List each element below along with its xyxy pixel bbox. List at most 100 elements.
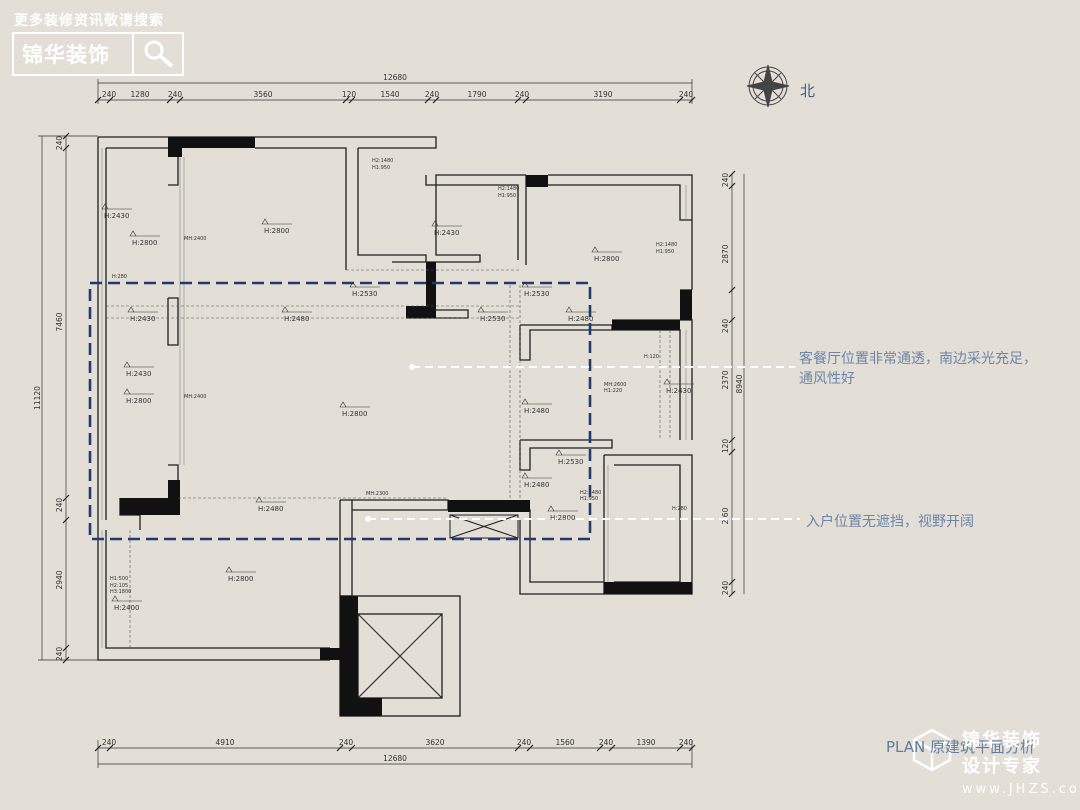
north-label: 北 (800, 82, 816, 100)
annotation-label: H1:950 (372, 165, 390, 171)
height-marker-icon (431, 220, 439, 227)
ceiling-height-label: H:2480 (568, 315, 593, 323)
annotation-label: H3:1800 (110, 589, 131, 595)
watermark-brand: 锦华装饰 (962, 730, 1042, 751)
dimension-label: 240 (55, 136, 64, 151)
dimension-label: 1280 (130, 90, 149, 99)
ceiling-height-label: H:2530 (480, 315, 505, 323)
entrance-note: 入户位置无遮挡，视野开阔 (806, 514, 974, 530)
dimension-label: 240 (721, 319, 730, 334)
dimension-label: 240 (515, 90, 530, 99)
dimension-label: 120 (721, 439, 730, 454)
ceiling-height-label: H:2430 (434, 229, 459, 237)
height-marker-icon (547, 505, 555, 512)
dimension-label: 240 (102, 738, 117, 747)
search-icon (144, 40, 174, 68)
height-marker-icon (591, 246, 599, 253)
annotation-label: H:280 (112, 274, 127, 280)
top-total-dimension: 12680 (383, 73, 407, 82)
height-marker-icon (255, 496, 263, 503)
height-marker-icon (281, 306, 289, 313)
height-marker-icon (555, 449, 563, 456)
annotation-label: H1:500 (110, 576, 128, 582)
dimension-label: 240 (55, 647, 64, 662)
dimension-label: 240 (102, 90, 117, 99)
left-total-dimension: 11120 (33, 386, 42, 410)
ceiling-height-label: H:2430 (126, 370, 151, 378)
annotation-label: H2:105 (110, 583, 128, 589)
height-marker-icon (225, 566, 233, 573)
dimension-label: 3620 (425, 738, 444, 747)
structural-columns (120, 137, 692, 716)
top-slogan: 更多装修资讯敬请搜索 (14, 13, 164, 29)
search-button[interactable] (132, 34, 182, 74)
brand-logo[interactable]: 锦华装饰 (12, 32, 184, 76)
right-total-dimension: 8940 (735, 374, 744, 393)
ceiling-height-label: H:2400 (114, 604, 139, 612)
height-marker-icon (261, 218, 269, 225)
annotation-label: H2:1480 (580, 490, 601, 496)
dimension-label: 1390 (636, 738, 655, 747)
dimension-label: 2370 (721, 370, 730, 389)
ceiling-height-label: H:2800 (550, 514, 575, 522)
living-room-note: 客餐厅位置非常通透，南边采光充足，通风性好 (799, 351, 1037, 387)
ceiling-height-label: H:2530 (524, 290, 549, 298)
ceiling-height-label: H:2800 (228, 575, 253, 583)
annotation-label: MH:2600 (604, 382, 626, 388)
dimension-label: 240 (679, 90, 694, 99)
height-marker-icon (663, 378, 671, 385)
ceiling-height-label: H:2530 (352, 290, 377, 298)
dimension-label: 1790 (467, 90, 486, 99)
ceiling-height-label: H:2480 (524, 407, 549, 415)
annotation-label: H2:1480 (656, 242, 677, 248)
dimension-label: 240 (599, 738, 614, 747)
annotation-label: MH:2400 (184, 236, 206, 242)
height-marker-icon (349, 281, 357, 288)
ceiling-height-label: H:2430 (104, 212, 129, 220)
plan-title: PLAN 原建筑平面分析 (886, 738, 1035, 756)
ceiling-height-label: H:2800 (594, 255, 619, 263)
ceiling-height-label: H:2430 (130, 315, 155, 323)
annotation-label: MH:2400 (184, 394, 206, 400)
ceiling-height-label: H:2530 (558, 458, 583, 466)
dimension-label: 2 60 (721, 507, 730, 524)
dimension-label: 240 (721, 173, 730, 188)
annotation-label: H1:220 (604, 388, 622, 394)
dimension-label: 1560 (555, 738, 574, 747)
dimension-label: 240 (339, 738, 354, 747)
height-marker-icon (123, 361, 131, 368)
dimension-label: 4910 (215, 738, 234, 747)
annotation-label: H1:950 (580, 496, 598, 502)
annotation-label: H2:1480 (372, 158, 393, 164)
height-marker-icon (521, 472, 529, 479)
dimension-label: 120 (342, 90, 357, 99)
bottom-total-dimension: 12680 (383, 754, 407, 763)
dimension-label: 240 (721, 581, 730, 596)
ceiling-height-label: H:2480 (284, 315, 309, 323)
dimension-label: 240 (679, 738, 694, 747)
dimension-label: 2870 (721, 244, 730, 263)
walls (97, 136, 693, 717)
watermark-slogan: 设计专家 (962, 756, 1042, 777)
ceiling-height-label: H:2800 (342, 410, 367, 418)
watermark-url: www.JHZS.com (962, 782, 1080, 797)
annotation-label: H2:1480 (498, 186, 519, 192)
ceiling-height-label: H:2480 (258, 505, 283, 513)
ceiling-height-label: H:2800 (126, 397, 151, 405)
dimension-label: 2940 (55, 570, 64, 589)
dimension-label: 240 (517, 738, 532, 747)
annotation-label: H:280 (672, 506, 687, 512)
dimension-label: 7460 (55, 312, 64, 331)
logo-text: 锦华装饰 (22, 42, 110, 67)
height-marker-icon (111, 595, 119, 602)
dimension-label: 240 (168, 90, 183, 99)
height-marker-icon (129, 230, 137, 237)
annotation-label: H:120 (644, 354, 659, 360)
ceiling-height-label: H:2480 (524, 481, 549, 489)
height-marker-icon (127, 306, 135, 313)
height-marker-icon (521, 398, 529, 405)
cube-logo-icon (912, 728, 952, 772)
annotation-label: H1:950 (498, 193, 516, 199)
dimension-label: 1540 (380, 90, 399, 99)
